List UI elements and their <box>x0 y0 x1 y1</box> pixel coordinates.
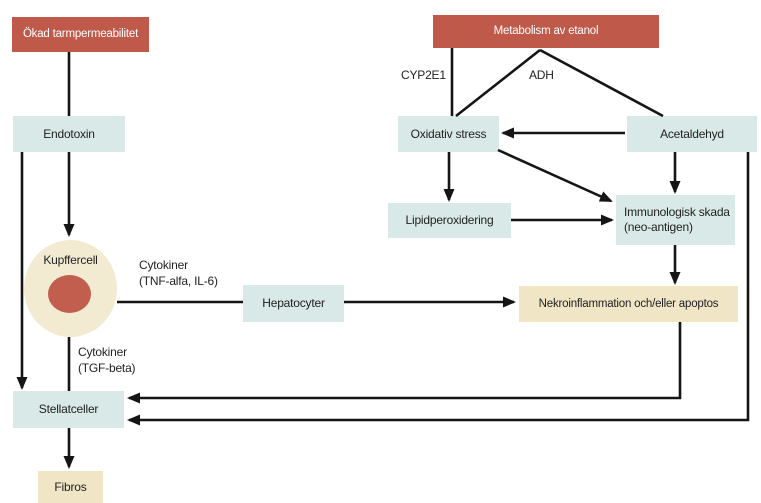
node-stellatceller: Stellatceller <box>13 391 124 428</box>
node-immunologisk-skada: Immunologisk skada (neo-antigen) <box>616 195 735 245</box>
node-kupffercell: Kupffercell <box>24 240 117 337</box>
node-nekroinflammation: Nekroinflammation och/eller apoptos <box>519 286 738 322</box>
edge-label-cytokiner-tnf: Cytokiner (TNF-alfa, IL-6) <box>139 258 218 289</box>
node-oxidativ-stress: Oxidativ stress <box>398 116 499 152</box>
node-acetaldehyd: Acetaldehyd <box>627 116 757 152</box>
kupffercell-label: Kupffercell <box>43 253 98 267</box>
edge-adh-to-acetaldehyd <box>539 48 664 118</box>
immunologisk-skada-line1: Immunologisk skada <box>624 205 730 219</box>
cytokiner-tgf-line2: (TGF-beta) <box>78 360 136 375</box>
immunologisk-skada-line2: (neo-antigen) <box>624 220 693 234</box>
kupffercell-nucleus <box>48 275 91 313</box>
node-metabolism-av-etanol: Metabolism av etanol <box>433 15 659 48</box>
edge-oxidativ-to-immunologisk-skada <box>497 148 613 203</box>
edge-label-cytokiner-tgf: Cytokiner (TGF-beta) <box>78 345 136 376</box>
edge-label-cyp2e1: CYP2E1 <box>401 68 446 82</box>
node-fibros: Fibros <box>38 471 103 503</box>
node-lipidperoxidering: Lipidperoxidering <box>388 203 511 238</box>
edge-nekroinflammation-to-stellatceller <box>127 322 682 404</box>
edge-label-adh: ADH <box>529 68 554 82</box>
node-hepatocyter: Hepatocyter <box>243 285 344 322</box>
cytokiner-tnf-line2: (TNF-alfa, IL-6) <box>139 273 218 288</box>
node-okad-tarmpermeabilitet: Ökad tarmpermeabilitet <box>12 17 149 52</box>
cytokiner-tnf-line1: Cytokiner <box>139 258 188 272</box>
cytokiner-tgf-line1: Cytokiner <box>78 345 127 359</box>
edge-metabolism-branch-to-oxidativ-stress <box>455 48 541 118</box>
node-endotoxin: Endotoxin <box>13 116 125 152</box>
